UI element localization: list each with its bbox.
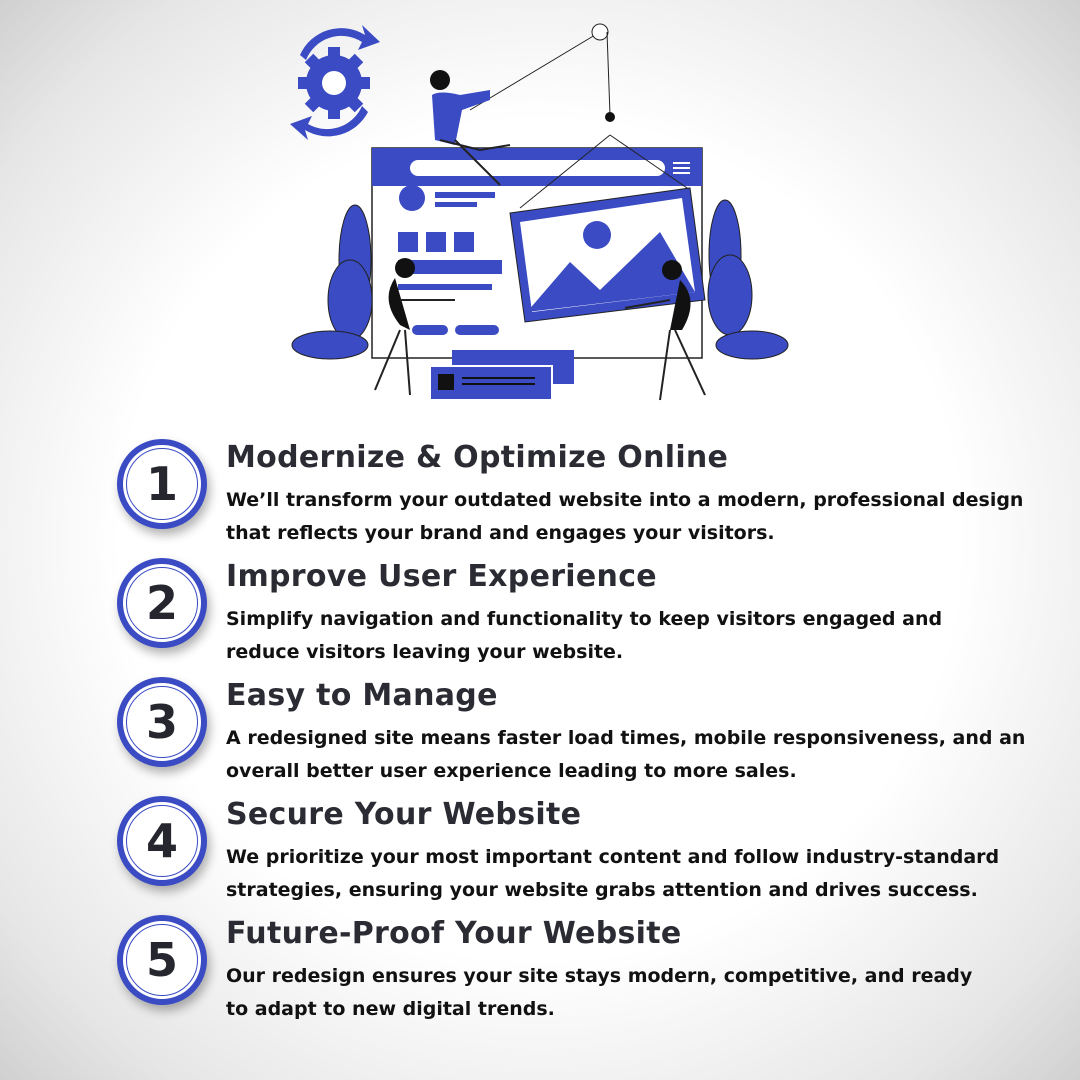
step-1: 1 Modernize & Optimize Online We’ll tran…: [0, 439, 1080, 550]
step-description: Simplify navigation and functionality to…: [226, 608, 943, 663]
step-5: 5 Future-Proof Your Website Our redesign…: [0, 915, 1080, 1026]
step-number-badge: 1: [117, 439, 207, 529]
step-title: Modernize & Optimize Online: [226, 440, 729, 475]
plant-graphic: [291, 199, 789, 360]
step-2: 2 Improve User Experience Simplify navig…: [0, 558, 1080, 669]
step-number: 5: [145, 933, 178, 987]
gear-sync-icon: [290, 25, 380, 140]
step-number: 1: [145, 457, 178, 511]
step-number-badge: 2: [117, 558, 207, 648]
step-number-badge: 5: [117, 915, 207, 1005]
step-number: 4: [145, 814, 178, 868]
step-description: A redesigned site means faster load time…: [226, 727, 1026, 782]
step-3: 3 Easy to Manage A redesigned site means…: [0, 677, 1080, 788]
step-title: Improve User Experience: [226, 559, 657, 594]
step-title: Easy to Manage: [226, 678, 498, 713]
step-title: Future-Proof Your Website: [226, 916, 682, 951]
step-4: 4 Secure Your Website We prioritize your…: [0, 796, 1080, 907]
people-graphic: [374, 70, 706, 401]
website-redesign-illustration: [290, 23, 789, 401]
step-description: We prioritize your most important conten…: [226, 846, 1000, 901]
step-number: 3: [145, 695, 178, 749]
step-number-badge: 3: [117, 677, 207, 767]
step-number-badge: 4: [117, 796, 207, 886]
step-description: We’ll transform your outdated website in…: [226, 489, 1024, 544]
step-number: 2: [145, 576, 178, 630]
step-title: Secure Your Website: [226, 797, 582, 832]
step-description: Our redesign ensures your site stays mod…: [226, 965, 973, 1020]
image-frame-graphic: [469, 23, 706, 323]
